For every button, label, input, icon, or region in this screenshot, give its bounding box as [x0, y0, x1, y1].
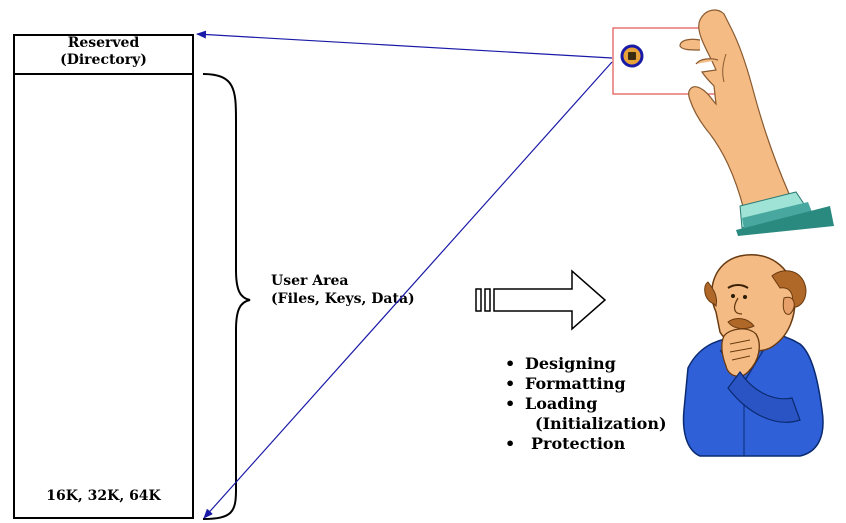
memory-sizes-label: 16K, 32K, 64K [46, 488, 161, 504]
reserved-label: Reserved [67, 35, 140, 51]
task-formatting: •Formatting [505, 374, 626, 393]
pointer-line-to-reserved [196, 30, 613, 59]
pointer-line-to-bottom [203, 61, 613, 519]
directory-label: (Directory) [60, 52, 147, 68]
task-loading: •Loading [505, 394, 598, 413]
hand-holding-card-icon [612, 9, 834, 236]
reserved-directory-label: Reserved (Directory) [13, 35, 194, 69]
user-area-label: User Area (Files, Keys, Data) [271, 272, 415, 308]
bullet-icon: • [505, 354, 516, 373]
hand-on-chin [721, 328, 760, 377]
task-list: •Designing •Formatting •Loading (Initial… [505, 354, 667, 454]
task-initialization: (Initialization) [535, 414, 667, 433]
thinking-man-icon [682, 254, 824, 457]
user-area-brace [202, 73, 251, 520]
task-protection: •Protection [505, 434, 626, 453]
bullet-icon: • [505, 394, 516, 413]
reserved-divider [15, 73, 192, 75]
bullet-icon: • [505, 434, 516, 453]
user-area-contents: (Files, Keys, Data) [271, 291, 415, 307]
memory-map-block [13, 34, 194, 519]
user-area-title: User Area [271, 273, 349, 289]
block-arrow-icon [475, 269, 607, 331]
task-designing: •Designing [505, 354, 616, 373]
bullet-icon: • [505, 374, 516, 393]
